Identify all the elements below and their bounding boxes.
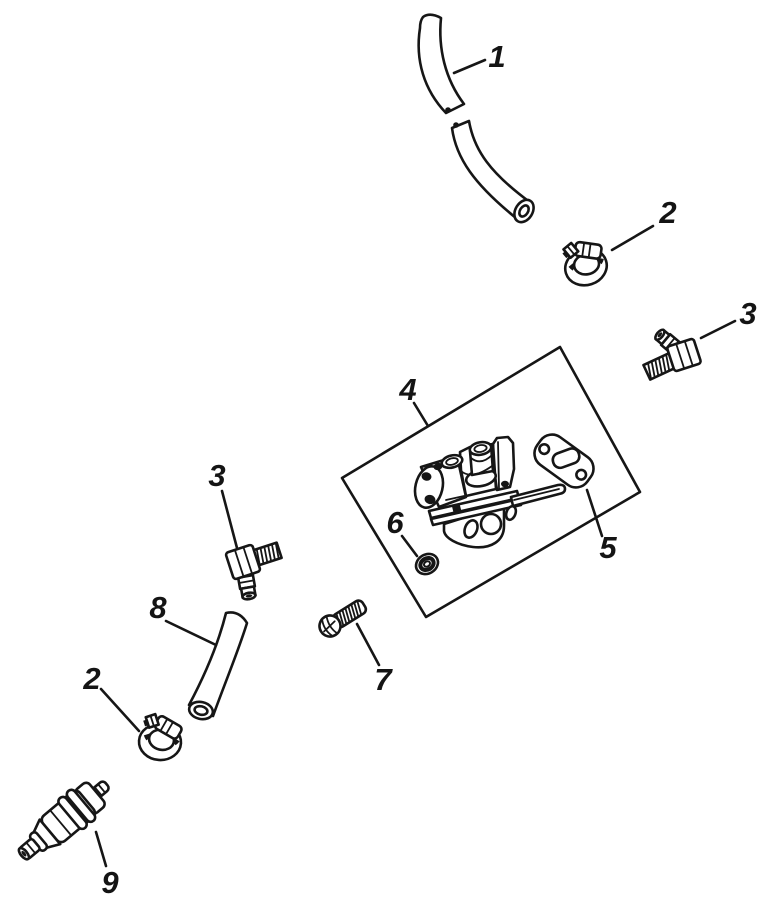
leader-line-callout-1 [452,58,487,75]
callout-number-9: 9 [101,865,119,900]
callout-number-1: 1 [488,39,505,74]
callout-number-5: 5 [599,530,617,565]
callout-number-7: 7 [374,662,393,697]
leader-line-callout-8 [164,619,218,647]
callout-number-4: 4 [398,372,416,407]
elbow-fitting-2-illustration [224,541,283,601]
leader-line-callout-4 [412,401,430,428]
hose-8-illustration [187,611,249,721]
leader-line-callout-6 [400,534,419,558]
callout-number-2-lower: 2 [82,661,100,696]
elbow-fitting-1-illustration [642,328,702,381]
hose-clamp-2-illustration [133,711,188,767]
callout-number-3-lower: 3 [208,458,225,493]
washer-illustration [414,552,440,576]
assembly-outline-box [340,345,642,619]
leader-line-callout-3-lower [220,489,239,550]
threaded-end [642,351,679,381]
leader-line-callout-5 [585,488,604,538]
hose-segment-b [450,119,535,224]
fuel-filter-illustration [17,780,110,861]
callout-number-8: 8 [149,590,167,625]
leader-line-callout-2-upper [610,224,655,252]
screw-illustration [318,599,368,638]
hose-segment-a [417,13,466,115]
fuel-pump-illustration [413,435,567,549]
leader-line-callout-3-upper [699,319,737,340]
hose-clamp-1-illustration [558,237,612,292]
leader-line-callout-2-lower [99,687,141,733]
gasket-illustration [533,433,595,489]
callout-number-6: 6 [386,505,404,540]
leader-line-callout-9 [94,830,108,868]
callout-number-3-upper: 3 [739,296,756,331]
leader-line-callout-7 [355,622,381,667]
callout-number-2-upper: 2 [658,195,676,230]
fuel-hose-1-illustration [417,13,535,224]
